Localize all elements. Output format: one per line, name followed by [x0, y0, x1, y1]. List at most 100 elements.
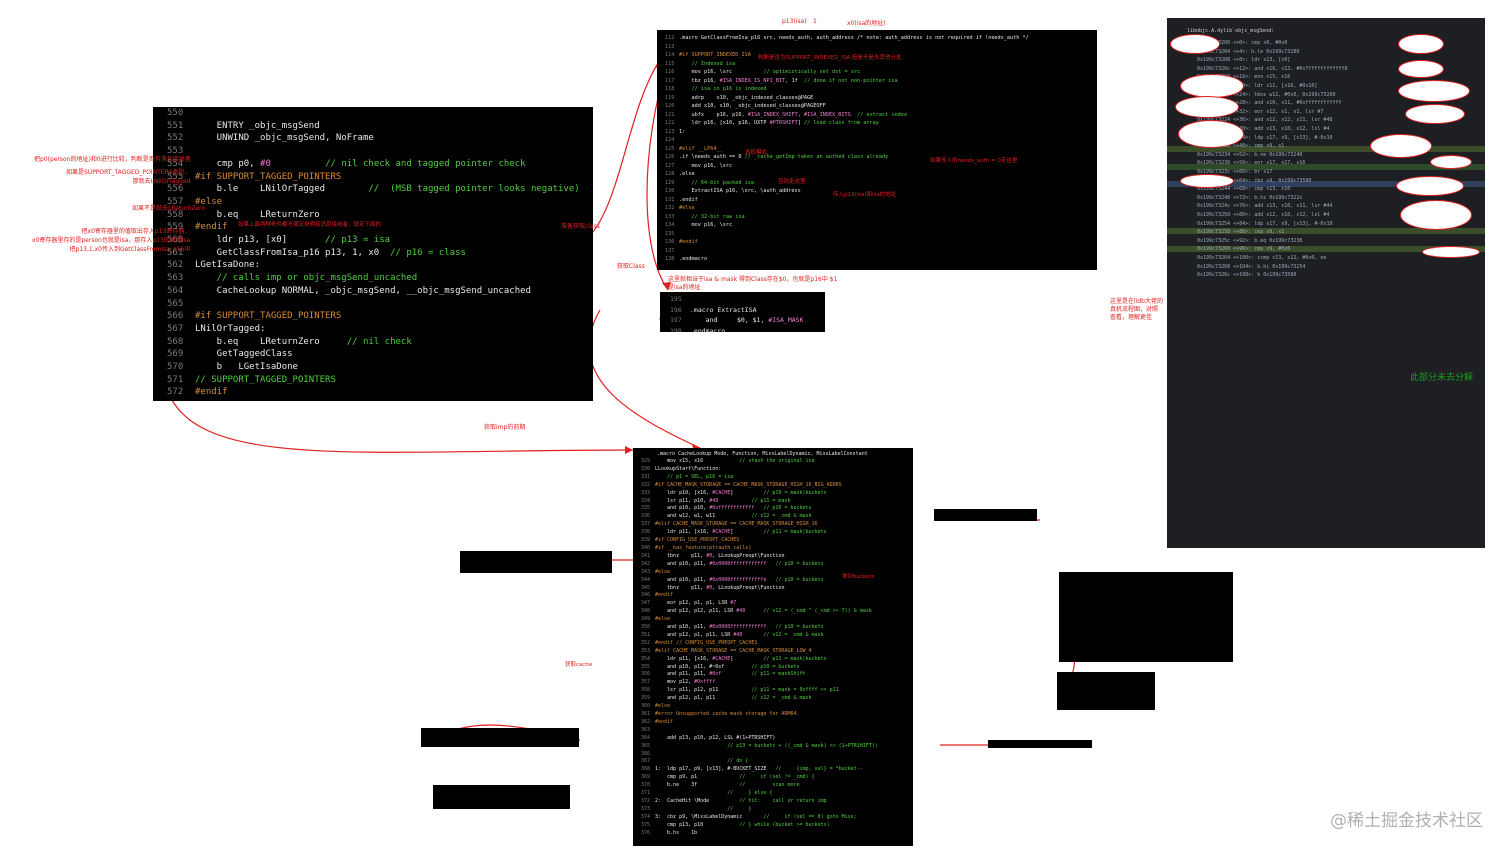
line-text: GetClassFromIsa_p16 p13, 1, x0 // p16 = … [195, 247, 466, 258]
line-number: 351 [641, 631, 651, 638]
line-number: 364 [641, 734, 651, 741]
code-line: 335 and p10, p10, #0xffffffffffff // p10… [641, 505, 913, 513]
code-line: 566#if SUPPORT_TAGGED_POINTERS [167, 310, 593, 323]
line-text: and p12, p1, p11, LSR #48 // x12 = _cmd … [655, 631, 824, 638]
line-text: b LGetIsaDone [195, 362, 298, 373]
line-text: // do { [655, 758, 749, 765]
getclass-code-panel: 112.macro GetClassFromIsa_p16 src, needs… [657, 30, 1097, 270]
code-line: 113 [665, 43, 1097, 52]
line-text: lsr p11, p10, #48 // p11 = mask [655, 497, 791, 504]
code-line: 137 [665, 247, 1097, 256]
annotation-buckets: 拿到buckets [842, 574, 875, 580]
line-text: mov p12, #0xffff [655, 679, 716, 686]
line-text: #error Unsupported cache mask storage fo… [655, 711, 800, 717]
annotation-ldr: 把x0寄存器里的值取出存入p13寄存器， x0寄存器里存的是person也就是i… [32, 228, 191, 253]
aux-panel-cachehit [988, 740, 1092, 748]
annotation-prepare: 准备获取class [561, 223, 600, 230]
code-line: 348 and p12, p12, p11, LSR #48 // x12 = … [641, 608, 913, 616]
disassembly-row: 0x199c7323c <+60>: br x17 [1197, 169, 1273, 175]
line-number: 347 [641, 600, 651, 607]
bubble-6 [1175, 96, 1239, 118]
line-number: 338 [641, 529, 651, 536]
line-text: #elif CACHE_MASK_STORAGE == CACHE_MASK_S… [655, 521, 818, 528]
line-text: #elif CACHE_MASK_STORAGE == CACHE_MASK_S… [655, 647, 812, 654]
line-number: 353 [641, 647, 651, 654]
code-line: 354 ldr p11, [x16, #CACHE] // p11 = mask… [641, 656, 913, 664]
line-number: 355 [641, 663, 651, 670]
line-text: // p13 = buckets + ((_cmd & mask) << (1+… [655, 742, 878, 749]
annotation-tagged: 如果是SUPPORT_TAGGED_POINTERS类型， 那就去LNilOrT… [66, 169, 191, 185]
bubble-12 [1396, 176, 1464, 196]
line-number: 334 [641, 497, 651, 504]
bubble-3 [1180, 74, 1244, 98]
code-line: 198.endmacro [670, 326, 825, 333]
code-line: 121 ubfx p16, p16, #ISA_INDEX_SHIFT, #IS… [665, 111, 1097, 120]
line-text: and $0, $1, #ISA_MASK [690, 316, 804, 324]
line-number: 553 [167, 146, 184, 157]
disassembly-row: 0x199c73268 <+104>: b.hi 0x199c73254 [1197, 263, 1306, 270]
line-number: 349 [641, 616, 651, 623]
line-number: 567 [167, 323, 184, 334]
line-number: 352 [641, 639, 651, 646]
code-line: 340#if __has_feature(ptrauth_calls) [641, 545, 913, 553]
line-number: 572 [167, 387, 184, 398]
line-number: 569 [167, 349, 184, 360]
code-line: 572#endif [167, 386, 593, 399]
line-number: 561 [167, 247, 184, 258]
code-line: 355 and p10, p11, #~0xf // p10 = buckets [641, 664, 913, 672]
line-number: 128 [665, 171, 675, 177]
line-number: 132 [665, 205, 675, 211]
annotation-real: 真机模式 [745, 150, 768, 156]
line-number: 372 [641, 797, 651, 804]
code-line: 331 // p1 = SEL, p16 = isa [641, 474, 913, 482]
line-number: 571 [167, 374, 184, 385]
line-text: lsr p11, p12, p11 // p11 = mask = 0xffff… [655, 687, 839, 694]
line-text: and p10, p11, #0x0000ffffffffffff // p10… [655, 624, 824, 631]
line-text: ldr p11, [x16, #CACHE] // p11 = mask|buc… [655, 655, 827, 662]
line-text: mov p16, \src // optimistically set dst … [679, 69, 861, 75]
bubble-5 [1398, 80, 1470, 102]
code-line: 136#endif [665, 238, 1097, 247]
line-number: 564 [167, 285, 184, 296]
code-line: 345 tbnz p11, #0, LLookupPreopt\Function [641, 585, 913, 593]
line-text: tbz p16, #ISA_INDEX_IS_NPI_BIT, 1f // do… [679, 77, 898, 84]
disassembly-row: 0x199c73210 <+16>: mov x15, x16 [1197, 74, 1291, 81]
disassembly-row: 0x199c73230 <+48>: cmp x9, x1 [1197, 143, 1285, 150]
line-number: 563 [167, 273, 184, 284]
aux-panel-bucket [433, 785, 570, 809]
code-line: 563 // calls imp or objc_msgSend_uncache… [167, 272, 593, 285]
aux-panel-cacheimp [421, 728, 579, 747]
line-number: 346 [641, 592, 651, 599]
line-number: 348 [641, 608, 651, 615]
line-number: 134 [665, 222, 675, 228]
code-line: 343#else [641, 569, 913, 577]
code-line: 353 #elif CACHE_MASK_STORAGE == CACHE_MAS… [641, 648, 913, 656]
line-number: 121 [665, 111, 675, 118]
line-text: #if SUPPORT_TAGGED_POINTERS [195, 171, 342, 182]
disassembly-row: 0x199c7325c <+92>: b.eq 0x199c73238 [1197, 237, 1303, 244]
line-text: .endif [679, 196, 698, 203]
line-number: 358 [641, 687, 651, 694]
line-text: // 32-bit raw isa [679, 213, 745, 220]
code-line: 552 UNWIND _objc_msgSend, NoFrame [167, 132, 593, 145]
line-text: cmp p13, p10 // } while (bucket >= bucke… [655, 821, 830, 828]
line-text: ldr p13, [x0] // p13 = isa [195, 235, 391, 246]
line-text: #else [655, 703, 671, 710]
disassembly-row: 0x199c73218 <+24>: tbnz w11, #0x0, 0x199… [1197, 91, 1336, 98]
line-number: 368 [641, 766, 651, 773]
code-line: 369 cmp p9, p1 // if (sel != _cmd) { [641, 774, 913, 782]
disassembly-row: 0x199c73250 <+80>: add x12, x10, x12, ls… [1197, 212, 1330, 218]
line-number: 357 [641, 679, 651, 686]
disassembly-row: 0x199c73248 <+72>: b.hs 0x199c7322c [1197, 194, 1303, 201]
line-number: 366 [641, 750, 651, 757]
line-text: #else [655, 616, 671, 623]
disassembly-title: libobjc.A.dylib`objc_msgSend: [1187, 28, 1275, 34]
line-number: 129 [665, 179, 675, 186]
line-text: #else [655, 568, 671, 575]
code-line: 366 [641, 751, 913, 759]
code-line: 196.macro ExtractISA [670, 305, 825, 316]
